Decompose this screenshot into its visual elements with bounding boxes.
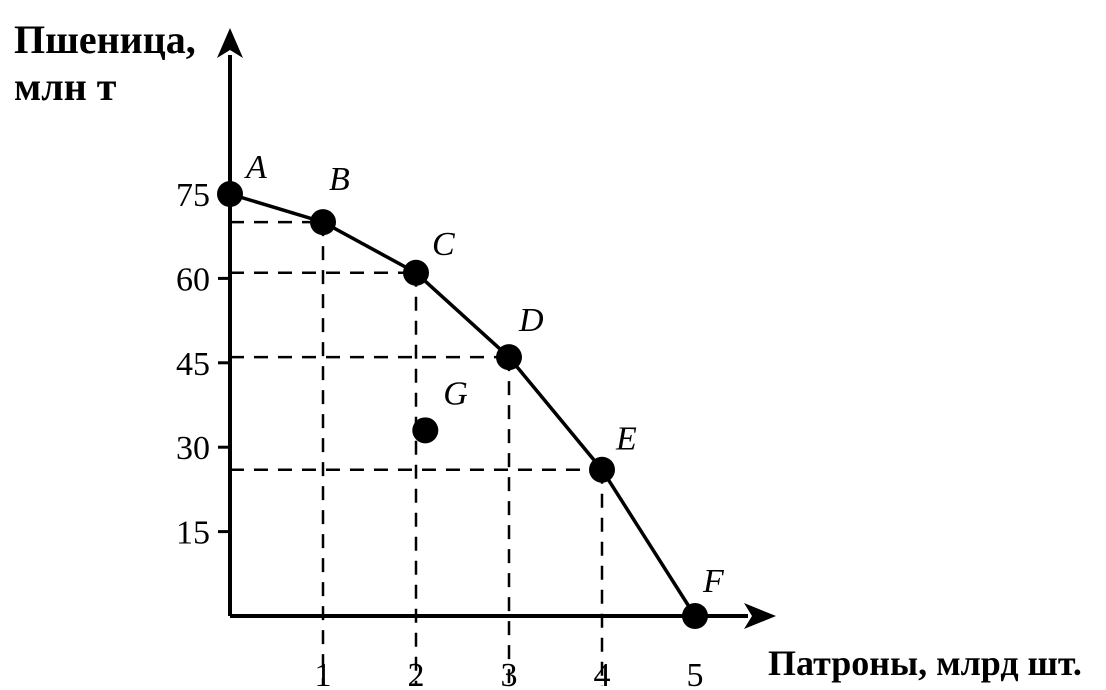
y-axis-label-line1: Пшеница, (14, 17, 196, 62)
point-C (403, 259, 429, 286)
point-label-G: G (443, 375, 468, 412)
point-F (682, 603, 708, 629)
x-tick-label: 5 (687, 657, 704, 690)
y-axis-label-line2: млн т (14, 64, 117, 109)
y-axis-arrow (217, 28, 243, 58)
x-tick-label: 1 (315, 657, 332, 690)
axes (217, 28, 776, 629)
point-G (412, 417, 439, 444)
point-labels: A B C D E F G (244, 149, 725, 600)
point-D (496, 344, 522, 371)
x-axis-arrow (744, 603, 776, 629)
data-points (217, 181, 708, 629)
point-B (310, 209, 336, 236)
ppf-curve (229, 192, 697, 617)
x-axis-label: Патроны, млрд шт. (768, 643, 1082, 683)
y-tick-label: 45 (176, 346, 210, 383)
point-label-A: A (244, 149, 267, 186)
point-E (589, 456, 615, 483)
x-tick-label: 4 (594, 657, 611, 690)
point-label-F: F (702, 563, 725, 600)
point-label-E: E (615, 421, 637, 458)
y-tick-label: 75 (176, 177, 210, 214)
x-tick-label: 2 (408, 657, 425, 690)
point-label-D: D (518, 302, 544, 339)
y-tick-label: 15 (176, 515, 210, 552)
y-tick-label: 60 (176, 261, 210, 298)
point-A (217, 181, 243, 207)
point-label-B: B (329, 161, 350, 198)
x-tick-label: 3 (501, 657, 518, 690)
y-tick-label: 30 (176, 430, 210, 467)
point-label-C: C (432, 226, 455, 263)
